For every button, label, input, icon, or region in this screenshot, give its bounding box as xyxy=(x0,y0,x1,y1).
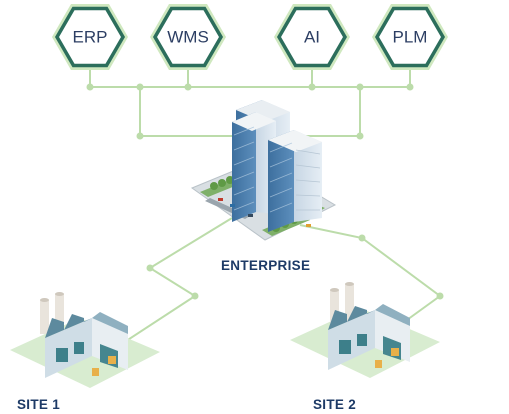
hex-erp-label: ERP xyxy=(73,28,108,47)
hex-plm-label: PLM xyxy=(393,28,428,47)
hex-ai-label: AI xyxy=(304,28,320,47)
site-1-factory-icon xyxy=(10,292,160,388)
link-site-1 xyxy=(119,217,233,346)
hex-ai: AI xyxy=(274,4,350,70)
hex-plm: PLM xyxy=(372,4,448,70)
hex-wms-label: WMS xyxy=(167,28,209,47)
hex-erp: ERP xyxy=(52,4,128,70)
site-2-factory-icon xyxy=(290,282,440,378)
enterprise-building-icon xyxy=(190,100,337,241)
site-2-label: SITE 2 xyxy=(313,397,356,412)
enterprise-label: ENTERPRISE xyxy=(221,258,310,273)
link-site-2 xyxy=(299,224,442,326)
site-1-label: SITE 1 xyxy=(17,397,60,412)
hex-wms: WMS xyxy=(150,4,226,70)
connector-nodes xyxy=(86,83,444,300)
